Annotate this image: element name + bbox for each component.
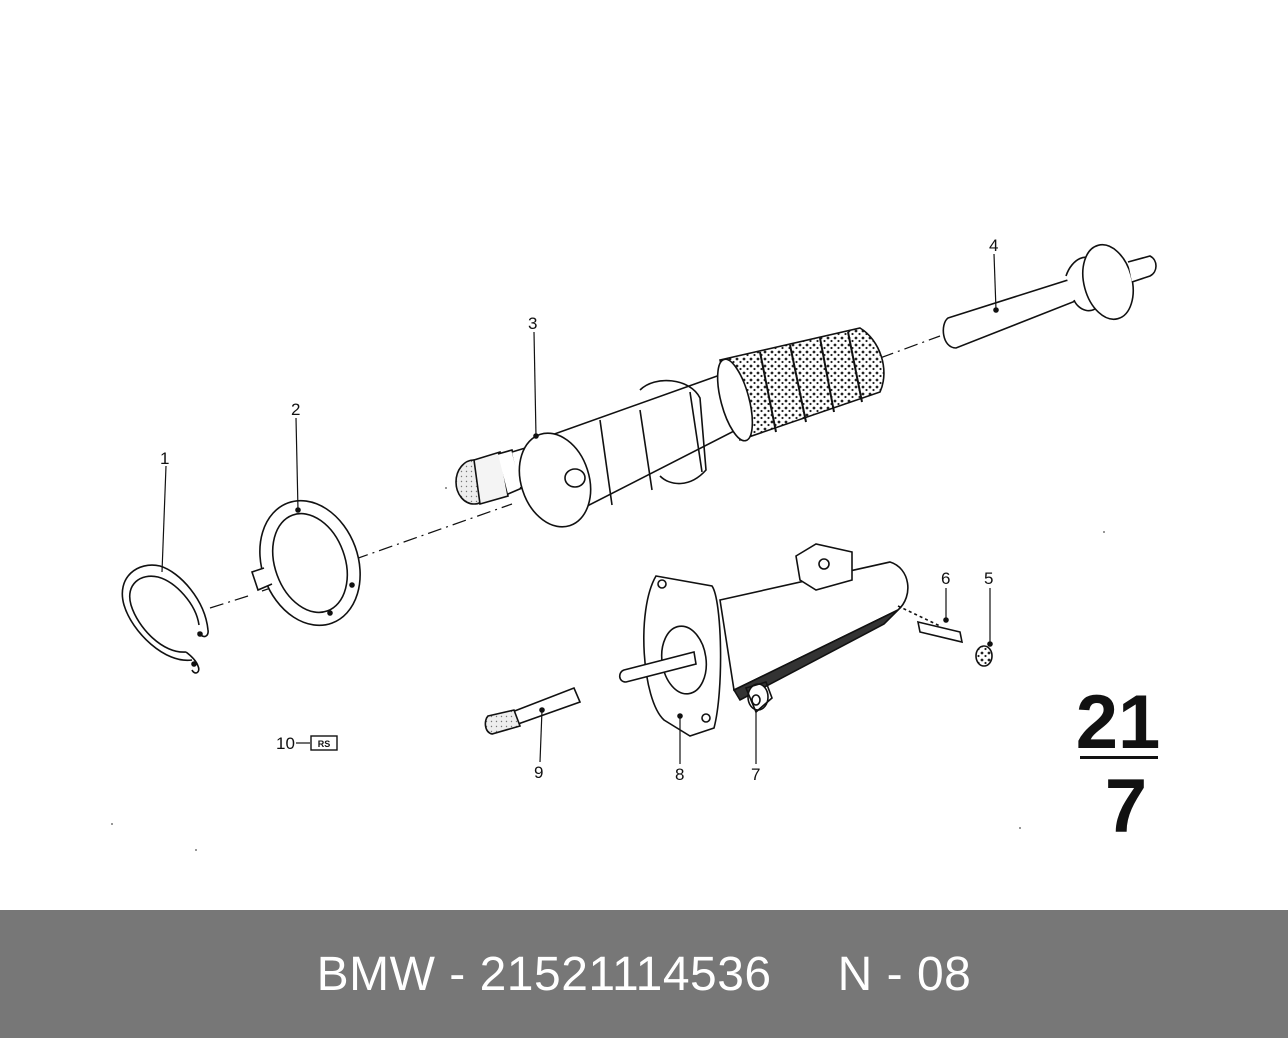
callout-4: 4 — [989, 236, 998, 255]
callout-9: 9 — [534, 763, 543, 782]
callout-3: 3 — [528, 314, 537, 333]
leader-lines — [161, 253, 997, 764]
callout-10: 10 — [276, 734, 295, 753]
nut-part-5 — [975, 641, 993, 667]
parts-diagram: RS 1 2 3 4 5 6 7 8 9 10 21 7 — [111, 236, 1161, 851]
callout-5: 5 — [984, 569, 993, 588]
stud-part-9 — [484, 686, 582, 735]
footer-code: N - 08 — [837, 947, 972, 1001]
footer-bar: BMW - 21521114536 N - 08 — [0, 910, 1288, 1038]
callout-1: 1 — [160, 449, 169, 468]
group-divider — [1080, 756, 1158, 759]
kit-badge-label: RS — [318, 739, 331, 749]
group-main-number: 21 — [1076, 680, 1161, 765]
callout-7: 7 — [751, 765, 760, 784]
kit-badge: RS — [310, 735, 338, 751]
footer-part-number: BMW - 21521114536 — [316, 947, 772, 1001]
callout-8: 8 — [675, 765, 684, 784]
nut-part-7 — [744, 681, 773, 714]
callout-6: 6 — [941, 569, 950, 588]
slave-cylinder-part-3 — [455, 327, 885, 528]
master-cylinder-part-8 — [618, 543, 909, 737]
gasket-part-2 — [250, 499, 361, 627]
callout-labels: 1 2 3 4 5 6 7 8 9 10 — [160, 236, 998, 784]
fitting-part-6 — [897, 605, 964, 644]
callout-2: 2 — [291, 400, 300, 419]
circlip-part-1 — [121, 564, 209, 674]
group-sub-number: 7 — [1105, 764, 1147, 849]
push-rod-part-4 — [942, 243, 1157, 349]
scan-specks — [111, 487, 1105, 851]
group-number: 21 7 — [1076, 680, 1161, 849]
